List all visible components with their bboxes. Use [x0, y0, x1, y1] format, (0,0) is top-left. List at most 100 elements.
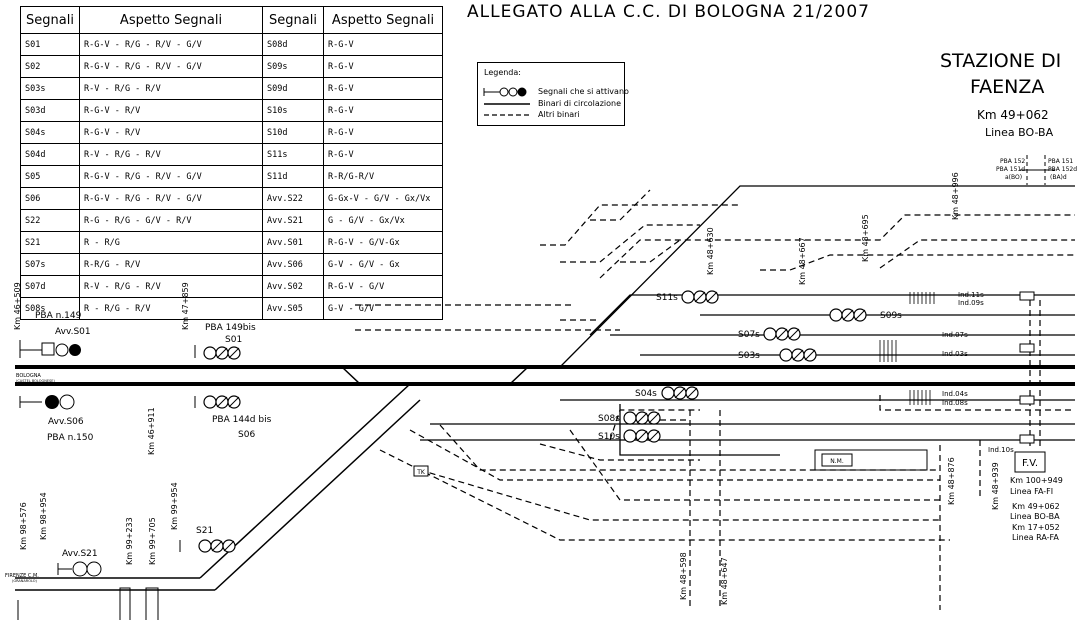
col-header-aspects-1: Aspetto Segnali — [79, 6, 263, 34]
s06-label: S06 — [238, 430, 255, 440]
km-46509: Km 46+509 — [13, 282, 22, 330]
tk-label: TK — [416, 469, 426, 476]
station-tracks — [420, 185, 1075, 456]
signal-s21 — [179, 539, 236, 553]
s03s-label: S03s — [738, 351, 760, 361]
table-header-row: Segnali Aspetto Segnali Segnali Aspetto … — [20, 6, 443, 34]
legend-item-other-tracks: Altri binari — [538, 110, 580, 119]
s11s-label: S11s — [656, 293, 678, 303]
aspect-cell: G-V - G/V — [323, 297, 443, 320]
signal-s06 — [194, 395, 241, 409]
s04s-label: S04s — [635, 389, 657, 399]
signal-s01 — [194, 345, 241, 360]
crossover-mid — [509, 366, 529, 385]
tk-device: TK — [413, 465, 429, 477]
pba-right-labels: PBA 152 PBA 151d a(BO) PBA 151 PBA 152d … — [996, 158, 1077, 181]
pba152d-label: PBA 152d — [1048, 166, 1077, 173]
km-48667: Km 48+667 — [798, 237, 807, 285]
ind08s-label: Ind.08s — [942, 399, 968, 407]
pba151-label: PBA 151 — [1048, 158, 1073, 165]
platform-hatches — [879, 292, 935, 405]
bologna-sub-label: (CASTEL BOLOGNESE) — [16, 379, 55, 383]
signal-s04s — [661, 386, 699, 400]
nm-label: N.M. — [830, 458, 844, 465]
ind04s-label: Ind.04s — [942, 390, 968, 398]
km-46911: Km 46+911 — [147, 407, 156, 455]
yard-tracks — [355, 189, 1075, 610]
ind09s-label: Ind.09s — [958, 299, 984, 307]
indicator-labels: Ind.11s Ind.09s Ind.07s Ind.03s Ind.04s … — [942, 291, 1014, 454]
firenze-label: FIRENZE C.M. — [5, 573, 39, 579]
station-name-line2: FAENZA — [970, 76, 1045, 98]
signal-s03s — [779, 348, 817, 362]
platform-right — [1019, 155, 1055, 444]
nm-building — [814, 449, 928, 471]
legend-item-main-tracks: Binari di circolazione — [538, 99, 622, 108]
signal-s08s — [623, 411, 661, 425]
km-48996: Km 48+996 — [951, 172, 960, 220]
col-header-signals-1: Segnali — [20, 6, 80, 34]
km-box-line-3: Km 49+062 — [1012, 502, 1060, 511]
fv-label: F.V. — [1022, 458, 1038, 469]
pba150-label: PBA n.150 — [47, 433, 94, 443]
col-header-aspects-2: Aspetto Segnali — [323, 6, 443, 34]
pba151d-sub-label: a(BO) — [1005, 174, 1022, 181]
station-line: Linea BO-BA — [985, 126, 1054, 139]
km-47859: Km 47+859 — [181, 282, 190, 330]
km-48598: Km 48+598 — [679, 552, 688, 600]
ind10s-label: Ind.10s — [988, 446, 1014, 454]
signal-s09s — [829, 308, 867, 322]
pba149bis-label: PBA 149bis — [205, 323, 256, 333]
bologna-label: BOLOGNA — [16, 373, 41, 379]
ind07s-label: Ind.07s — [942, 331, 968, 339]
station-km: Km 49+062 — [977, 108, 1049, 122]
legend-symbols — [483, 87, 530, 116]
firenze-sub-label: (GRANAROLO) — [12, 579, 38, 583]
crossover-left — [341, 366, 361, 385]
legend: Legenda: Segnali che si attivano Binari … — [477, 62, 629, 126]
km-box-line-5: Km 17+052 — [1012, 523, 1060, 532]
signal-s07s — [763, 327, 801, 341]
km-48876: Km 48+876 — [947, 457, 956, 505]
station-name-line1: STAZIONE DI — [940, 50, 1062, 72]
s07s-label: S07s — [738, 330, 760, 340]
legend-item-signals: Segnali che si attivano — [538, 87, 629, 96]
km-48630: Km 48+630 — [706, 227, 715, 275]
km-98954: Km 98+954 — [39, 492, 48, 540]
km-reference-box: Km 100+949 Linea FA-FI Km 49+062 Linea B… — [1010, 476, 1063, 542]
signal-s11s — [681, 290, 719, 304]
ind03s-label: Ind.03s — [942, 350, 968, 358]
aspect-cell: G - G/V - Gx/Vx — [323, 209, 443, 232]
signal-s10s — [623, 429, 661, 443]
km-box-line-6: Linea RA-FA — [1012, 533, 1059, 542]
avv-s21-label: Avv.S21 — [62, 549, 98, 559]
km-box-line-4: Linea BO-BA — [1010, 512, 1060, 521]
km-99705: Km 99+705 — [148, 517, 157, 565]
bottom-track-stubs — [17, 587, 159, 620]
signal-avv-s21 — [57, 561, 102, 577]
signal-avv-s06 — [19, 394, 75, 410]
km-box-line-1: Km 100+949 — [1010, 476, 1063, 485]
km-box-line-2: Linea FA-FI — [1010, 487, 1053, 496]
avv-s01-label: Avv.S01 — [55, 327, 91, 337]
main-track-bologna — [15, 365, 1075, 386]
pba149-label: PBA n.149 — [35, 311, 82, 321]
s09s-label: S09s — [880, 311, 902, 321]
pba152d-sub-label: (BA)d — [1050, 174, 1067, 181]
s21-label: S21 — [196, 526, 213, 536]
km-48695: Km 48+695 — [861, 214, 870, 262]
km-48939: Km 48+939 — [991, 462, 1000, 510]
s10s-label: S10s — [598, 432, 620, 442]
signal-aspects-table: Segnali Aspetto Segnali Segnali Aspetto … — [20, 6, 443, 320]
avv-s06-label: Avv.S06 — [48, 417, 84, 427]
legend-title: Legenda: — [484, 68, 521, 77]
km-48647: Km 48+647 — [720, 557, 729, 605]
s01-label: S01 — [225, 335, 242, 345]
signal-avv-s01 — [19, 340, 81, 358]
